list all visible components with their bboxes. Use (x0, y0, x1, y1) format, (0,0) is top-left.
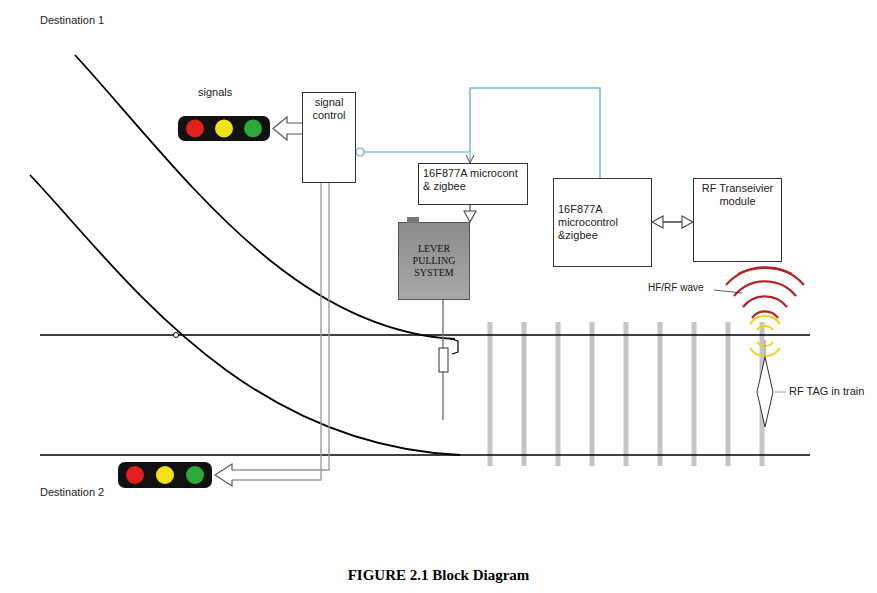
yellow-light (215, 120, 233, 138)
sleeper (692, 322, 697, 466)
tag-pointer (775, 392, 786, 393)
sleeper (556, 322, 561, 466)
lever-system-box: LEVER PULLING SYSTEM (398, 222, 470, 300)
wave-arc (752, 311, 778, 318)
diverging-track (30, 175, 460, 455)
control-box: signal control (302, 92, 356, 183)
sleeper (624, 322, 629, 466)
wave-arc (738, 268, 792, 274)
switch-point (448, 338, 458, 354)
destination-label: Destination 2 (40, 486, 104, 499)
wave-arc (743, 296, 787, 307)
sleepers (490, 322, 762, 466)
rf-tag-diamond (757, 357, 773, 427)
wave-arc (734, 281, 796, 296)
green-light (244, 120, 262, 138)
signal-wire (232, 183, 329, 470)
signal-lights (178, 116, 270, 141)
sleeper (726, 322, 731, 466)
wave-label: HF/RF wave (648, 282, 704, 294)
node-text: 16F877A microcont & zigbee (423, 167, 523, 193)
destination-label: Destination 1 (40, 14, 104, 27)
tag-stem (765, 340, 766, 357)
hollow-arrow (273, 117, 302, 140)
rail-line (40, 454, 810, 456)
connector (652, 221, 693, 222)
connector (469, 205, 470, 222)
crossing-point (174, 333, 179, 338)
sleeper (590, 322, 595, 466)
figure-caption: FIGURE 2.1 Block Diagram (0, 567, 877, 584)
node-text: signal control (307, 96, 351, 122)
microcontroller-box: 16F877A microcontrol &zigbee (553, 178, 652, 267)
lever-link (439, 348, 448, 372)
red-light (186, 120, 204, 138)
sleeper (488, 322, 493, 466)
tag-label: RF TAG in train (789, 385, 864, 398)
signals-label: signals (198, 86, 232, 99)
lever-tab (407, 217, 419, 223)
red-light (126, 466, 144, 484)
microcontroller-box: 16F877A microcont & zigbee (418, 163, 528, 205)
transceiver-box: RF Transeivier module (693, 178, 782, 262)
wave-pointer (714, 290, 742, 293)
tag-waves (750, 316, 780, 356)
hollow-arrow (215, 464, 232, 486)
green-light (186, 466, 204, 484)
wave-arc (726, 267, 804, 285)
wave-arc (750, 316, 780, 324)
sleeper (522, 322, 527, 466)
node-text: LEVER PULLING SYSTEM (403, 243, 465, 279)
node-text: RF Transeivier module (698, 182, 777, 208)
signal-lights (118, 462, 212, 488)
wave-arc (757, 326, 773, 330)
node-text: 16F877A microcontrol &zigbee (558, 203, 647, 243)
yellow-light (156, 466, 174, 484)
signal-wire (232, 183, 321, 480)
sleeper (658, 322, 663, 466)
